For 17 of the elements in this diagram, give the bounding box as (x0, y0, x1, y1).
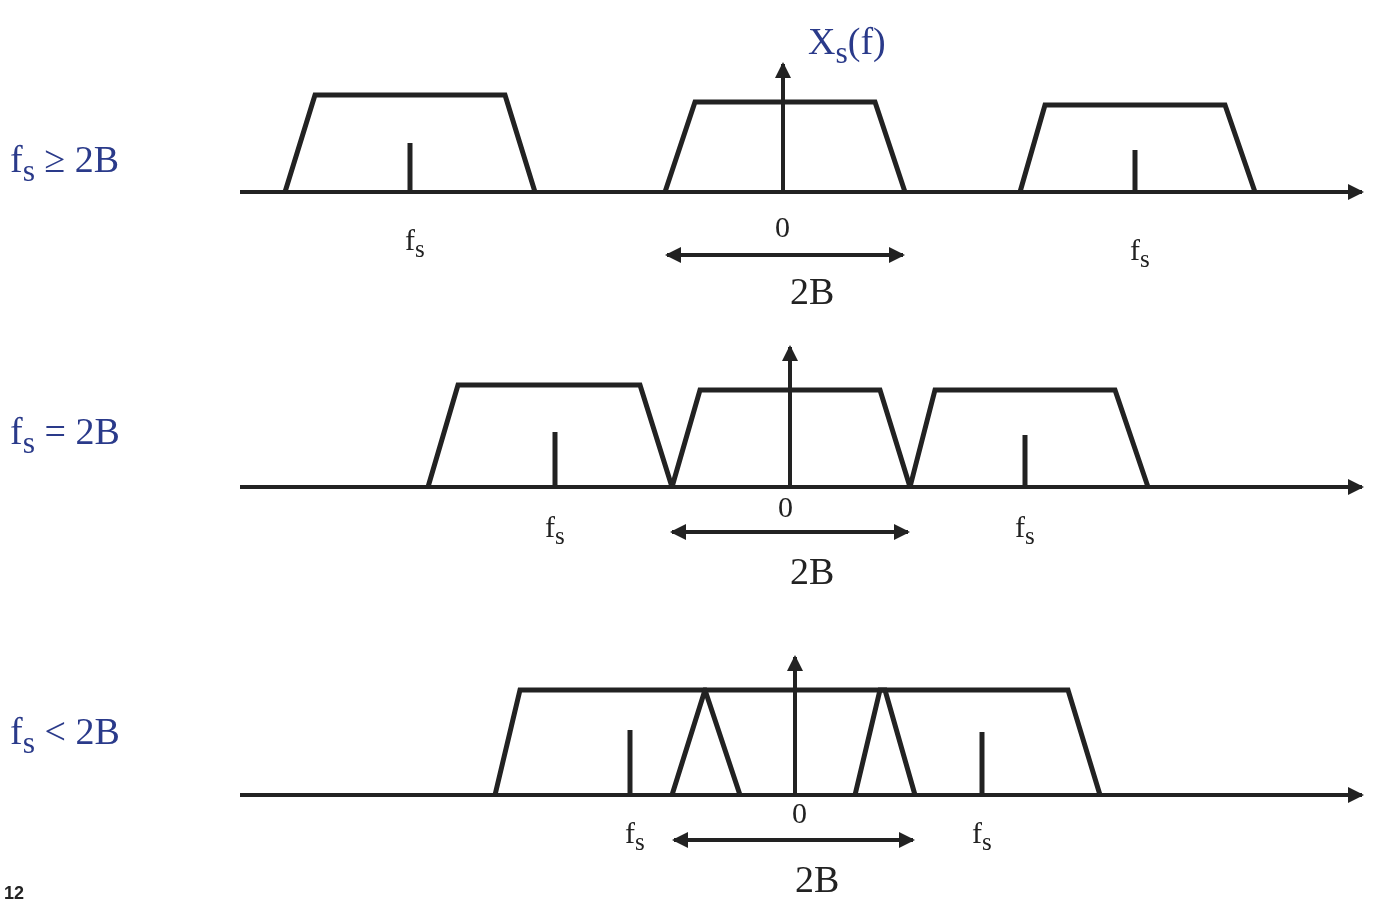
origin-label: 0 (792, 798, 807, 828)
frequency-label: f$_{s}$ (625, 818, 645, 854)
frequency-label: f$_{s}$ (972, 818, 992, 854)
origin-label: 0 (775, 212, 790, 242)
bandwidth-label: 2B (790, 552, 835, 590)
frequency-label: f$_{s}$ (1015, 512, 1035, 548)
origin-label: 0 (778, 492, 793, 522)
frequency-label: f$_{s}$ (1130, 235, 1150, 271)
condition-label: f$_{s}$ < 2B (10, 712, 120, 759)
condition-label: f$_{s}$ = 2B (10, 412, 120, 459)
page-number: 12 (4, 884, 25, 902)
frequency-label: f$_{s}$ (405, 225, 425, 261)
bandwidth-label: 2B (790, 272, 835, 310)
axis-label: X$_{s}$(f) (808, 22, 886, 69)
condition-label: f$_{s}$ ≥ 2B (10, 140, 120, 187)
frequency-label: f$_{s}$ (545, 512, 565, 548)
bandwidth-label: 2B (795, 860, 840, 898)
